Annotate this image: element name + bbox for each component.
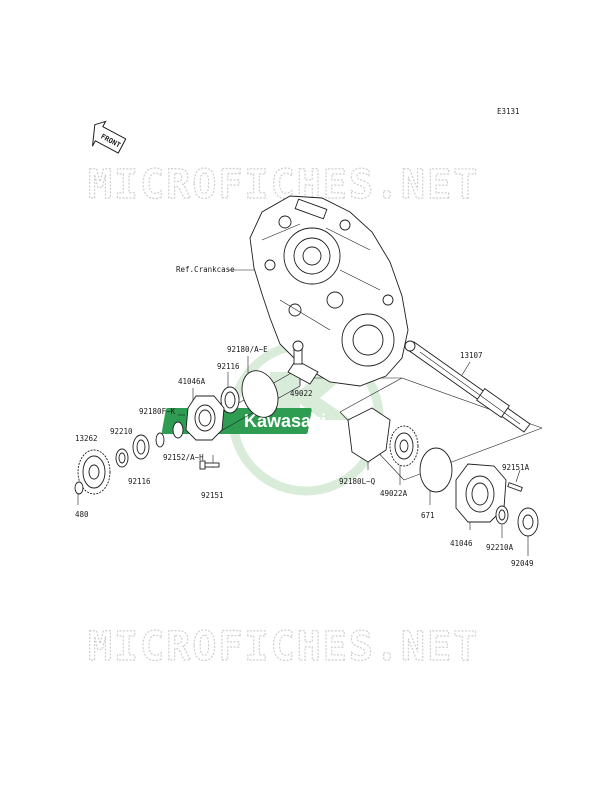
- label-92210a: 92210A: [486, 543, 514, 552]
- label-92151a: 92151A: [502, 463, 530, 472]
- housing-41046: [455, 463, 507, 523]
- label-41046a: 41046A: [178, 377, 206, 386]
- washer-92210: [115, 448, 129, 468]
- gasket-92180-a-e: [241, 370, 279, 418]
- label-92116-bottom: 92116: [128, 477, 151, 486]
- label-671: 671: [421, 511, 435, 520]
- label-ref-crankcase: Ref.Crankcase: [176, 265, 235, 274]
- oring-671: [419, 447, 453, 493]
- shaft-13107: [404, 340, 531, 433]
- label-92116-top: 92116: [217, 362, 240, 371]
- label-49022a: 49022A: [380, 489, 408, 498]
- seal-92152: [172, 421, 184, 439]
- label-13262: 13262: [75, 434, 98, 443]
- label-92180-a-e: 92180/A~E: [227, 345, 268, 354]
- label-49022: 49022: [290, 389, 313, 398]
- front-arrow-icon: FRONT: [91, 120, 127, 154]
- housing-41046a: [185, 395, 225, 441]
- watermark-top: MICROFICHES.NET: [88, 162, 479, 208]
- label-92210: 92210: [110, 427, 133, 436]
- label-92180l-q: 92180L~Q: [339, 477, 376, 486]
- label-41046: 41046: [450, 539, 473, 548]
- label-92049: 92049: [511, 559, 534, 568]
- label-480: 480: [75, 510, 89, 519]
- label-92180f-k: 92180F~K: [139, 407, 176, 416]
- label-13107: 13107: [460, 351, 483, 360]
- ring-92180f-k: [155, 432, 165, 448]
- bearing-92116-bottom: [132, 434, 150, 460]
- label-92151: 92151: [201, 491, 224, 500]
- diagram-code: E3131: [497, 107, 520, 116]
- gear-13262: [77, 449, 111, 495]
- washer-92210a: [495, 505, 509, 525]
- crankcase: [249, 195, 409, 387]
- gear-49022a: [389, 425, 419, 467]
- bearing-92116-top: [220, 386, 240, 414]
- label-92152-a-h: 92152/A~H: [163, 453, 204, 462]
- bolt-92151a: [507, 482, 523, 492]
- seal-92049: [517, 507, 539, 537]
- gasket-92180l-q: [347, 407, 391, 463]
- ring-480: [74, 481, 84, 495]
- shaft-49022: [287, 340, 319, 385]
- bolt-92151: [199, 460, 220, 470]
- watermark-bottom: MICROFICHES.NET: [88, 624, 479, 670]
